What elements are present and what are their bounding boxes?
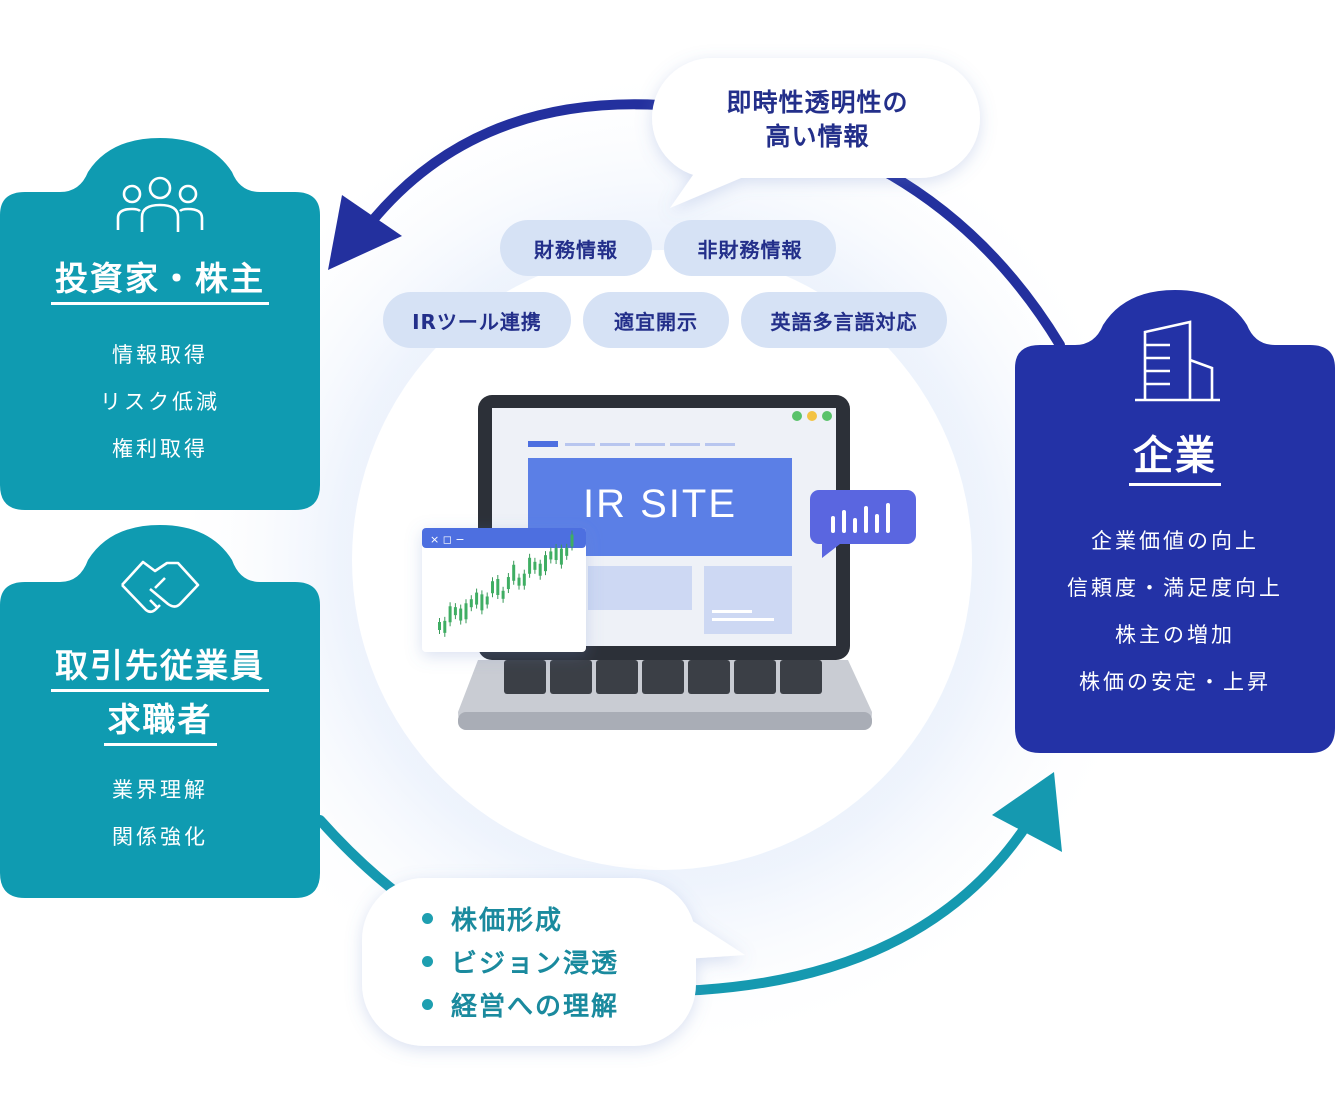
investors-title: 投資家・株主 — [0, 255, 320, 305]
navy-arrow-head — [328, 195, 402, 270]
candle-body — [480, 594, 484, 611]
candle-body — [570, 534, 574, 547]
candle-body — [459, 608, 463, 621]
candle-body — [549, 551, 553, 560]
bottom-bubble-item: 経営への理解 — [422, 983, 619, 1026]
tag-multilingual: 英語多言語対応 — [741, 292, 947, 348]
candle-body — [496, 579, 500, 596]
bullet-dot — [422, 913, 433, 924]
ir-site-title: IR SITE — [582, 482, 738, 526]
company-item: 株価の安定・上昇 — [1079, 670, 1271, 694]
stock-candles — [438, 530, 574, 637]
candle-body — [443, 620, 447, 633]
partners-title-line-2: 求職者 — [0, 696, 320, 746]
partners-title-line-1: 取引先従業員 — [0, 642, 320, 692]
bottom-speech-bubble — [362, 878, 745, 1046]
company-item: 信頼度・満足度向上 — [1067, 576, 1283, 600]
people-icon — [116, 176, 204, 232]
candle-body — [565, 547, 569, 556]
bottom-bubble-item: 株価形成 — [422, 897, 619, 940]
candle-body — [512, 564, 516, 581]
candle-body — [491, 581, 494, 594]
top-speech-bubble — [652, 58, 980, 208]
candle-body — [544, 555, 547, 572]
candle-body — [533, 561, 537, 570]
tag-financial-info: 財務情報 — [500, 220, 652, 276]
candle-body — [554, 548, 558, 561]
candle-body — [506, 577, 510, 590]
top-bubble-line-1: 即時性透明性の — [726, 88, 909, 117]
candle-body — [559, 548, 563, 565]
teal-arrow-head — [992, 772, 1062, 852]
partners-item: 関係強化 — [112, 825, 208, 849]
bottom-bubble-item: ビジョン浸透 — [422, 940, 619, 983]
bullet-dot — [422, 956, 433, 967]
investors-item: 権利取得 — [112, 437, 208, 461]
investors-card-shape — [0, 138, 320, 510]
candle-body — [438, 622, 441, 630]
svg-text:× ◻ −: × ◻ − — [430, 533, 465, 546]
partners-card-shape — [0, 525, 320, 898]
stock-chart-window: × ◻ − — [422, 528, 586, 652]
company-item: 株主の増加 — [1115, 623, 1235, 647]
candle-body — [485, 596, 489, 605]
candle-body — [475, 592, 479, 605]
bar-chart-bubble-icon — [810, 490, 916, 558]
candle-body — [528, 557, 532, 574]
tag-nonfinancial-info: 非財務情報 — [664, 220, 836, 276]
candle-body — [517, 577, 521, 586]
candle-body — [448, 606, 452, 623]
investors-item: リスク低減 — [100, 390, 220, 414]
company-title: 企業 — [1015, 432, 1335, 486]
candle-body — [522, 573, 526, 586]
company-item: 企業価値の向上 — [1091, 529, 1259, 553]
top-bubble-text: 即時性透明性の 高い情報 — [660, 86, 975, 154]
company-list: 企業価値の向上 信頼度・満足度向上 株主の増加 株価の安定・上昇 — [1015, 518, 1335, 706]
candle-body — [538, 563, 542, 576]
tag-ir-tool: IRツール連携 — [383, 292, 571, 348]
partners-list: 業界理解 関係強化 — [0, 767, 320, 861]
tag-timely-disclosure: 適宜開示 — [583, 292, 729, 348]
bottom-bubble-list: 株価形成 ビジョン浸透 経営への理解 — [422, 897, 619, 1026]
bullet-dot — [422, 999, 433, 1010]
investors-item: 情報取得 — [112, 343, 208, 367]
candle-body — [469, 599, 473, 608]
candle-body — [464, 603, 468, 620]
building-icon — [1135, 320, 1220, 402]
investors-list: 情報取得 リスク低減 権利取得 — [0, 332, 320, 473]
company-card-shape — [1015, 290, 1335, 753]
partners-item: 業界理解 — [112, 778, 208, 802]
candle-body — [501, 590, 505, 599]
handshake-icon — [121, 560, 200, 614]
candle-body — [453, 607, 457, 616]
top-bubble-line-2: 高い情報 — [765, 122, 870, 151]
